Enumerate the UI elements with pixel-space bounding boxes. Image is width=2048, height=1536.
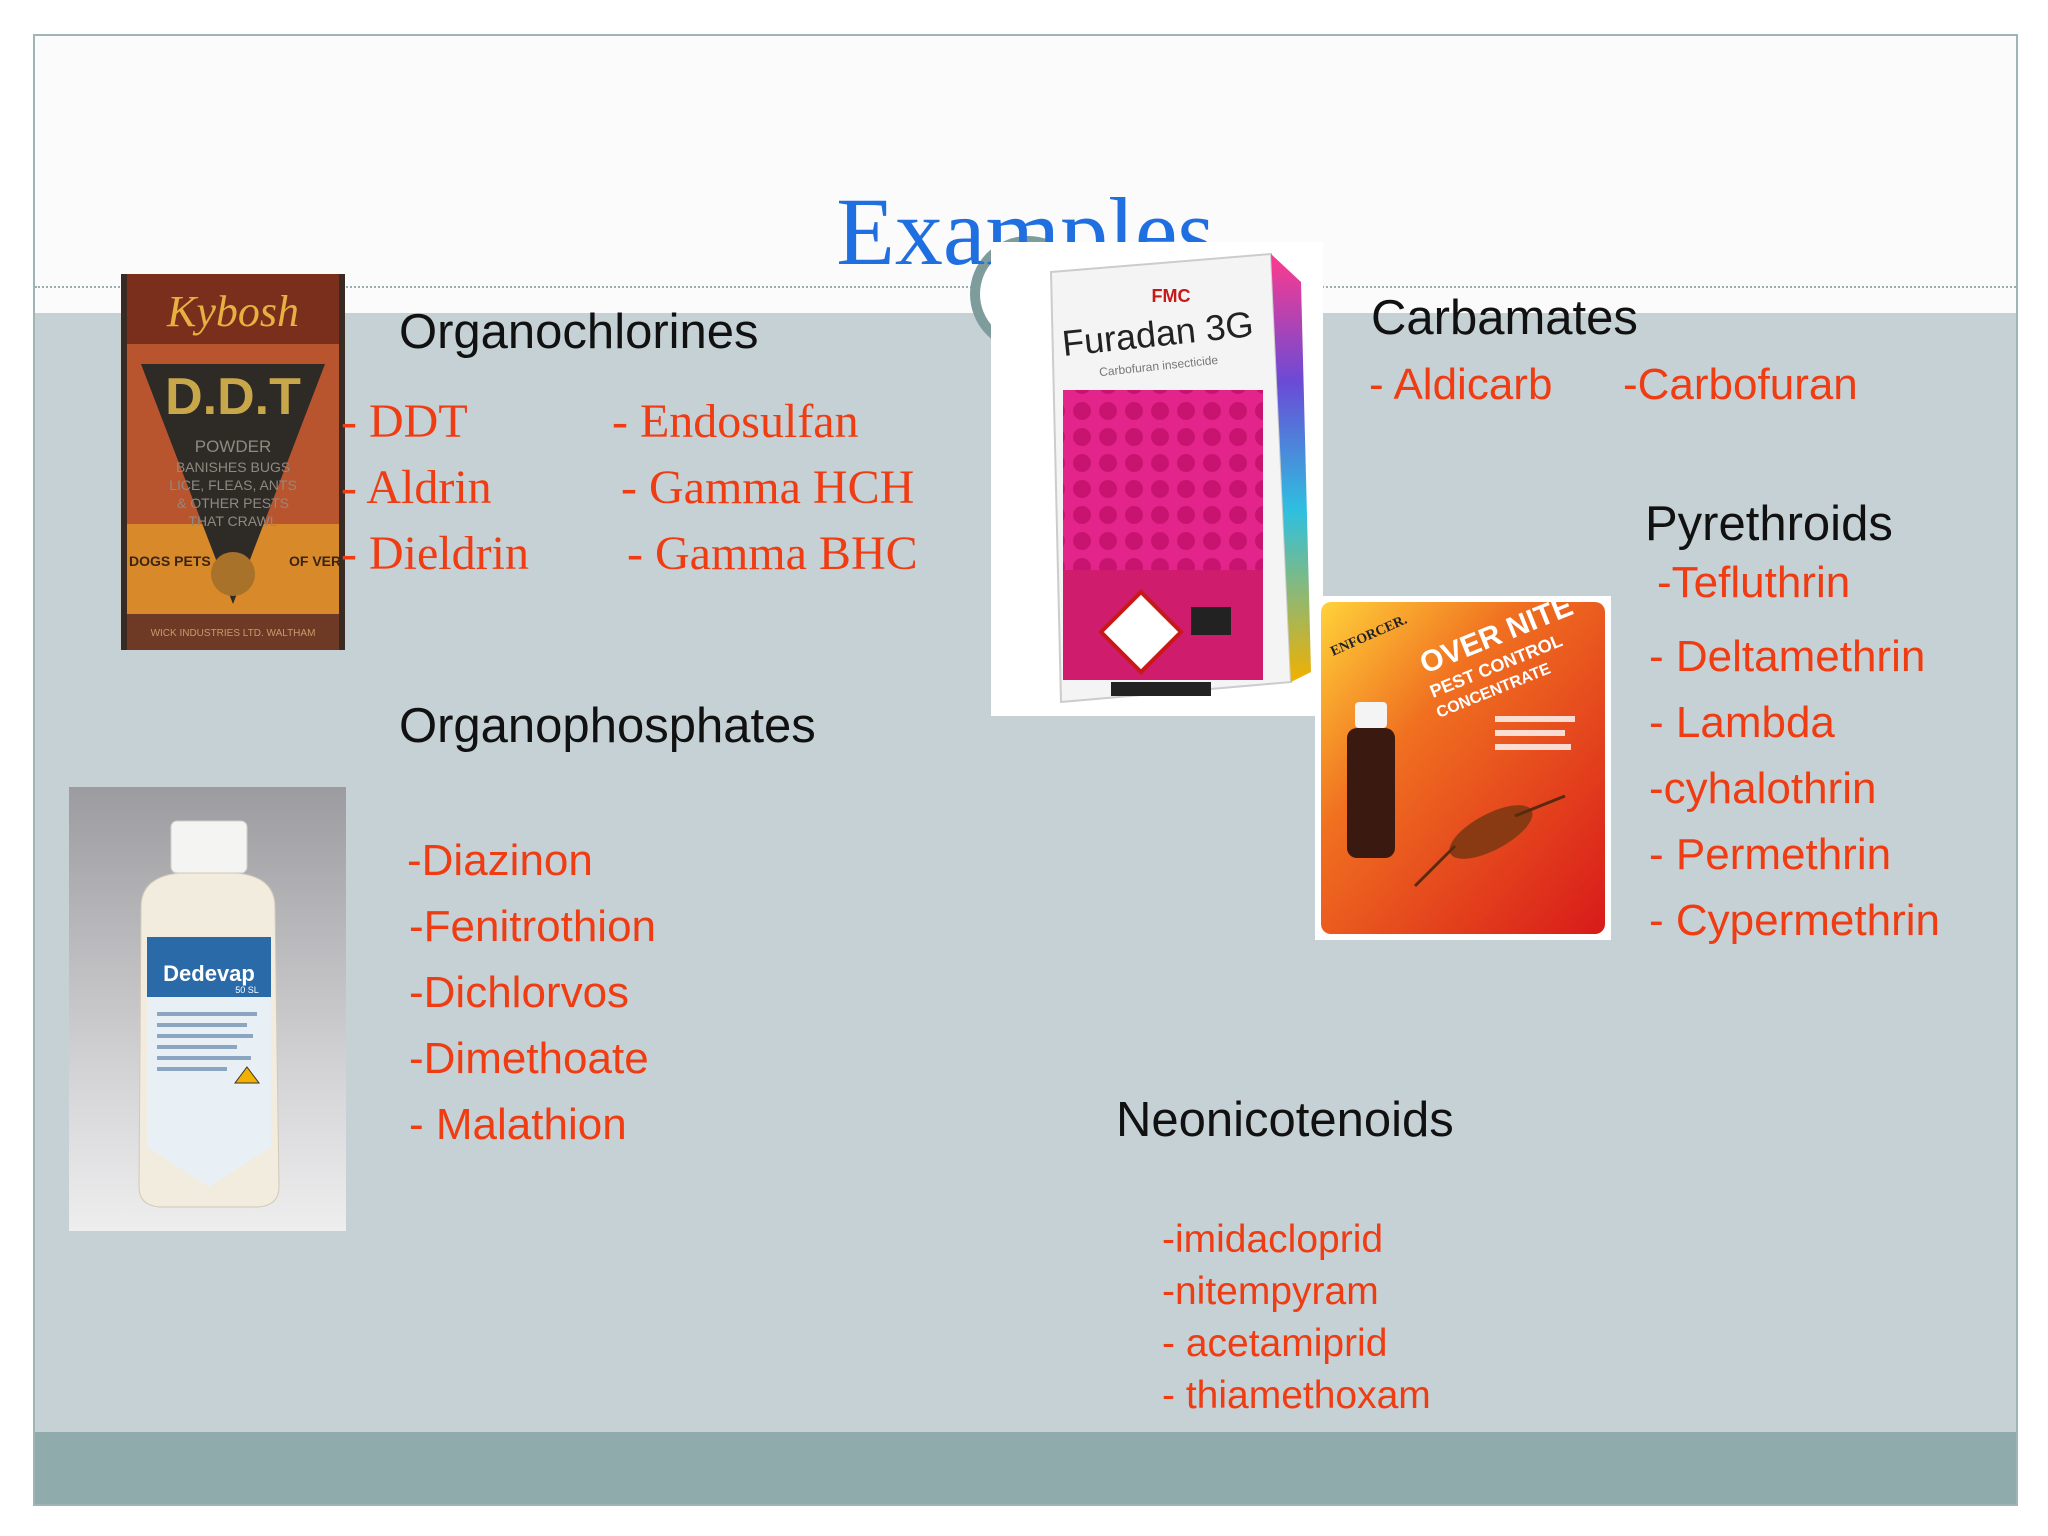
neonicotenoids-heading: Neonicotenoids <box>1116 1093 1454 1147</box>
furadan-bag-image: FMC Furadan 3G Carbofuran insecticide <box>991 242 1323 716</box>
ddt-line3: LICE, FLEAS, ANTS <box>169 477 297 493</box>
pyrethroids-item: - Lambda <box>1649 698 1835 747</box>
dedevap-bottle-image: Dedevap 50 SL <box>69 787 346 1231</box>
ddt-line2: BANISHES BUGS <box>176 459 290 475</box>
organophosphates-heading: Organophosphates <box>399 699 816 753</box>
neonicotenoids-item: -nitempyram <box>1162 1270 1379 1313</box>
organochlorines-heading: Organochlorines <box>399 305 759 359</box>
ddt-line1: POWDER <box>195 437 272 456</box>
organochlorines-item-aldrin: - Aldrin <box>341 461 492 514</box>
pyrethroids-item: - Cypermethrin <box>1649 896 1940 945</box>
neonicotenoids-item: - thiamethoxam <box>1162 1374 1431 1417</box>
neonicotenoids-item: - acetamiprid <box>1162 1322 1388 1365</box>
organochlorines-item-dieldrin: - Dieldrin <box>341 527 529 580</box>
carbamates-heading: Carbamates <box>1371 291 1638 345</box>
ddt-brand-text: Kybosh <box>166 287 299 336</box>
ddt-line5: THAT CRAWL <box>188 513 277 529</box>
organochlorines-item-endosulfan: - Endosulfan <box>612 395 859 448</box>
pyrethroids-item: -Tefluthrin <box>1657 558 1851 607</box>
dedevap-strength-text: 50 SL <box>235 985 259 995</box>
organochlorines-item-gamma-hch: - Gamma HCH <box>621 461 915 514</box>
organophosphates-item: -Diazinon <box>407 836 593 885</box>
organochlorines-item-gamma-bhc: - Gamma BHC <box>627 527 918 580</box>
pyrethroids-item: -cyhalothrin <box>1649 764 1877 813</box>
ddt-product-text: D.D.T <box>165 368 301 426</box>
slide: Examples Kybosh D.D.T POWDER BANISHES BU… <box>33 34 2018 1506</box>
organophosphates-item: - Malathion <box>409 1100 627 1149</box>
ddt-left-band: DOGS PETS <box>129 553 211 569</box>
pyrethroids-item: - Deltamethrin <box>1649 632 1926 681</box>
pyrethroids-item: - Permethrin <box>1649 830 1892 879</box>
ddt-bottom-text: WICK INDUSTRIES LTD. WALTHAM <box>151 628 316 639</box>
organochlorines-item-ddt: - DDT <box>341 395 468 448</box>
ddt-line4: & OTHER PESTS <box>177 495 289 511</box>
overnite-pack-image: ENFORCER. OVER NITE PEST CONTROL CONCENT… <box>1315 596 1611 940</box>
neonicotenoids-item: -imidacloprid <box>1162 1218 1384 1261</box>
organophosphates-item: -Fenitrothion <box>409 902 657 951</box>
carbamates-item-aldicarb: - Aldicarb <box>1369 360 1553 409</box>
pyrethroids-heading: Pyrethroids <box>1645 497 1893 551</box>
dedevap-product-text: Dedevap <box>163 961 255 986</box>
organophosphates-item: -Dimethoate <box>409 1034 649 1083</box>
ddt-right-band: OF VER <box>289 553 341 569</box>
ddt-tin-image: Kybosh D.D.T POWDER BANISHES BUGS LICE, … <box>121 274 345 650</box>
footer-band <box>35 1432 2016 1504</box>
furadan-maker-text: FMC <box>1152 286 1191 306</box>
organophosphates-item: -Dichlorvos <box>409 968 630 1017</box>
carbamates-item-carbofuran: -Carbofuran <box>1623 360 1858 409</box>
